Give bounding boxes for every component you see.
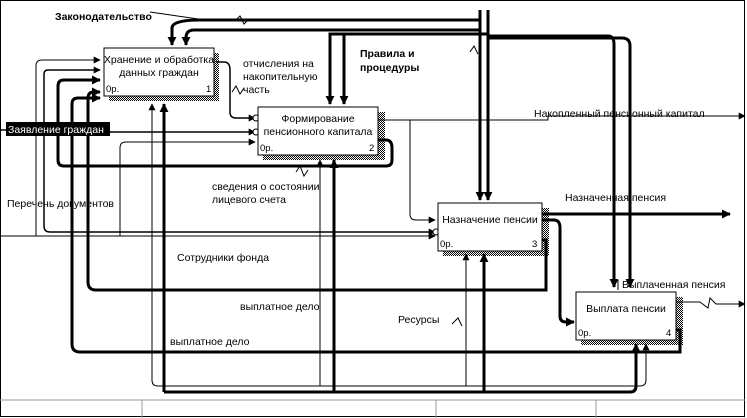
label-staff: Сотрудники фонда	[177, 252, 269, 264]
label-documents: Перечень документов	[7, 198, 114, 210]
deductions-squiggle	[231, 85, 245, 95]
label-account-info-line-2: лицевого счета	[212, 194, 286, 206]
block-4[interactable]: Выплата пенсии 0р. 4	[575, 291, 683, 345]
block-3-cost: 0р.	[440, 239, 453, 250]
block-1-title-line-2: данных граждан	[119, 67, 199, 79]
block-3-number: 3	[532, 239, 537, 250]
arrow-legislation	[149, 11, 480, 25]
label-legislation: Законодательство	[55, 11, 152, 23]
label-deductions-line-1: отчисления на	[243, 58, 314, 70]
block-2[interactable]: Формирование пенсионного капитала 0р. 2	[257, 106, 385, 160]
block-3[interactable]: Назначение пенсии 0р. 3	[437, 202, 549, 256]
block-1-title-line-1: Хранение и обработка	[104, 54, 214, 66]
arrow-documents	[0, 56, 436, 240]
arrow-rules	[181, 10, 635, 288]
block-1[interactable]: Хранение и обработка данных граждан 0р. …	[103, 47, 219, 101]
arrow-legislation-thick	[167, 18, 480, 46]
label-rules-line-2: процедуры	[360, 62, 419, 74]
arrow-resources	[159, 103, 641, 394]
label-deductions-line-2: накопительную	[243, 71, 318, 83]
arrow-payment-case-1	[86, 87, 548, 292]
label-deductions-line-3: часть	[243, 84, 270, 96]
block-4-number: 4	[666, 328, 671, 339]
resources-squiggle	[451, 317, 463, 327]
arrow-labels: Законодательство Правила и процедуры отч…	[6, 11, 725, 348]
label-paid-pension: Выплаченная пенсия	[622, 279, 725, 291]
arrow-assigned-pension	[540, 209, 731, 327]
block-1-number: 1	[206, 84, 211, 95]
arrows	[0, 10, 746, 394]
label-payment-case-2: выплатное дело	[170, 336, 250, 348]
block-4-title: Выплата пенсии	[586, 303, 666, 315]
block-2-cost: 0р.	[260, 143, 273, 154]
rules-squiggle	[469, 45, 479, 55]
account-info-squiggle	[295, 164, 309, 178]
label-accumulated-capital: Накопленный пенсионный капитал	[534, 108, 705, 120]
label-account-info-line-1: сведения о состоянии	[212, 181, 320, 193]
arrow-payment-case-2	[70, 93, 682, 354]
block-2-title-line-1: Формирование	[281, 113, 354, 125]
label-assigned-pension: Назначенная пенсия	[565, 192, 666, 204]
label-rules-line-1: Правила и	[360, 48, 415, 60]
label-application-highlight	[6, 122, 110, 136]
label-application: Заявление граждан	[8, 124, 104, 136]
label-resources: Ресурсы	[398, 314, 439, 326]
block-1-cost: 0р.	[106, 84, 119, 95]
arrow-paid-pension	[617, 280, 746, 309]
block-2-number: 2	[369, 143, 374, 154]
arrow-accumulated-capital	[378, 112, 746, 224]
label-payment-case-1: выплатное дело	[240, 301, 320, 313]
block-3-title: Назначение пенсии	[442, 214, 538, 226]
arrow-account-info	[56, 75, 394, 168]
arrow-staff	[148, 103, 650, 387]
block-2-title-line-2: пенсионного капитала	[264, 126, 373, 138]
block-4-cost: 0р.	[578, 328, 591, 339]
arrow-deductions	[216, 61, 256, 122]
